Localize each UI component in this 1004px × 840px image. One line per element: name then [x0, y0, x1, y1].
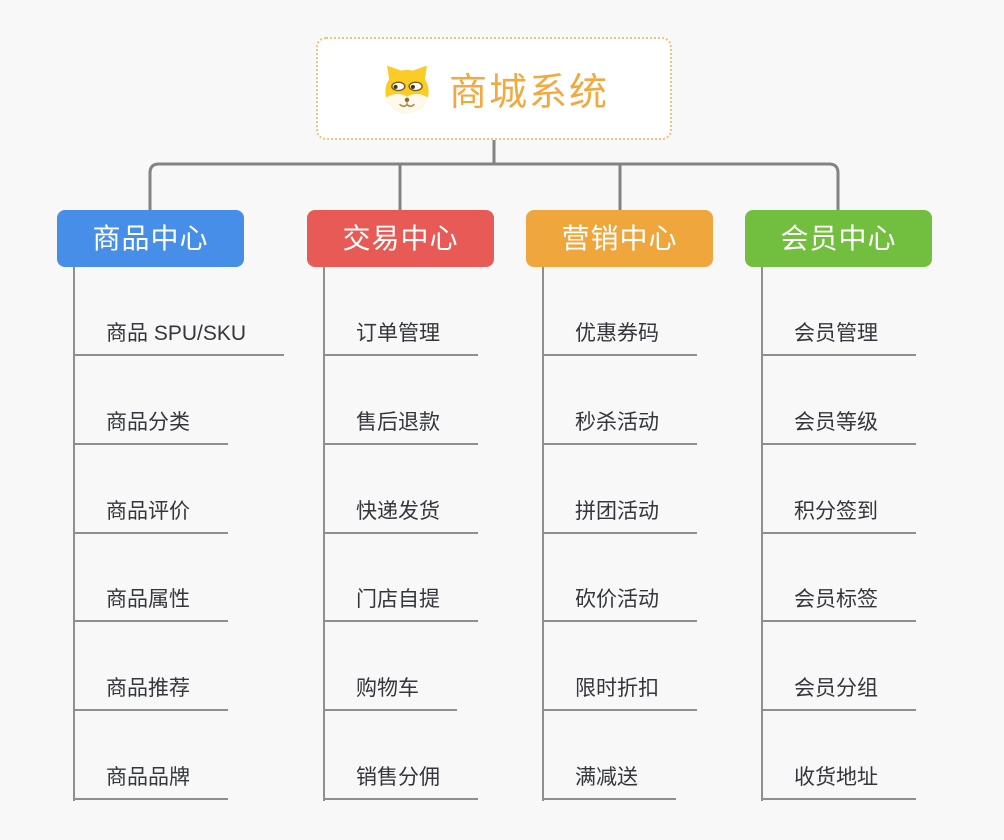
- leaf-node[interactable]: 商品推荐: [73, 677, 228, 711]
- branch-member-children: 会员管理 会员等级 积分签到 会员标签 会员分组 收货地址: [761, 267, 991, 807]
- leaf-node[interactable]: 购物车: [323, 677, 457, 711]
- leaf-node[interactable]: 商品 SPU/SKU: [73, 322, 285, 356]
- leaf-node[interactable]: 收货地址: [761, 766, 916, 800]
- leaf-node[interactable]: 售后退款: [323, 411, 478, 445]
- leaf-node[interactable]: 商品评价: [73, 500, 228, 534]
- leaf-node[interactable]: 商品分类: [73, 411, 228, 445]
- branch-node-trade[interactable]: 交易中心: [307, 210, 494, 267]
- leaf-node[interactable]: 满减送: [542, 766, 676, 800]
- leaf-node[interactable]: 商品品牌: [73, 766, 228, 800]
- branch-trade-children: 订单管理 售后退款 快递发货 门店自提 购物车 销售分佣: [323, 267, 553, 807]
- leaf-node[interactable]: 会员等级: [761, 411, 916, 445]
- leaf-node[interactable]: 优惠券码: [542, 322, 697, 356]
- leaf-node[interactable]: 会员标签: [761, 588, 916, 622]
- branch-node-marketing[interactable]: 营销中心: [526, 210, 713, 267]
- branch-marketing-children: 优惠券码 秒杀活动 拼团活动 砍价活动 限时折扣 满减送: [542, 267, 772, 807]
- leaf-node[interactable]: 商品属性: [73, 588, 228, 622]
- leaf-node[interactable]: 拼团活动: [542, 500, 697, 534]
- leaf-node[interactable]: 快递发货: [323, 500, 478, 534]
- shiba-dog-icon: [385, 65, 429, 113]
- branch-bus-line: [148, 162, 840, 210]
- leaf-node[interactable]: 会员管理: [761, 322, 916, 356]
- branch-product: 商品中心 商品 SPU/SKU 商品分类 商品评价 商品属性 商品推荐 商品品牌: [57, 210, 285, 801]
- leaf-node[interactable]: 秒杀活动: [542, 411, 697, 445]
- leaf-node[interactable]: 销售分佣: [323, 766, 478, 800]
- branch-node-member[interactable]: 会员中心: [745, 210, 932, 267]
- leaf-node[interactable]: 限时折扣: [542, 677, 697, 711]
- leaf-node[interactable]: 会员分组: [761, 677, 916, 711]
- root-title: 商城系统: [448, 72, 609, 114]
- leaf-node[interactable]: 砍价活动: [542, 588, 697, 622]
- leaf-node[interactable]: 订单管理: [323, 322, 478, 356]
- branch-trade: 交易中心 订单管理 售后退款 快递发货 门店自提 购物车 销售分佣: [307, 210, 494, 801]
- branch-marketing: 营销中心 优惠券码 秒杀活动 拼团活动 砍价活动 限时折扣 满减送: [526, 210, 713, 801]
- branch-member: 会员中心 会员管理 会员等级 积分签到 会员标签 会员分组 收货地址: [745, 210, 932, 801]
- leaf-node[interactable]: 门店自提: [323, 588, 478, 622]
- branch-node-product[interactable]: 商品中心: [57, 210, 244, 267]
- branch-product-children: 商品 SPU/SKU 商品分类 商品评价 商品属性 商品推荐 商品品牌: [73, 267, 303, 807]
- root-node[interactable]: 商城系统: [316, 37, 672, 140]
- leaf-node[interactable]: 积分签到: [761, 500, 916, 534]
